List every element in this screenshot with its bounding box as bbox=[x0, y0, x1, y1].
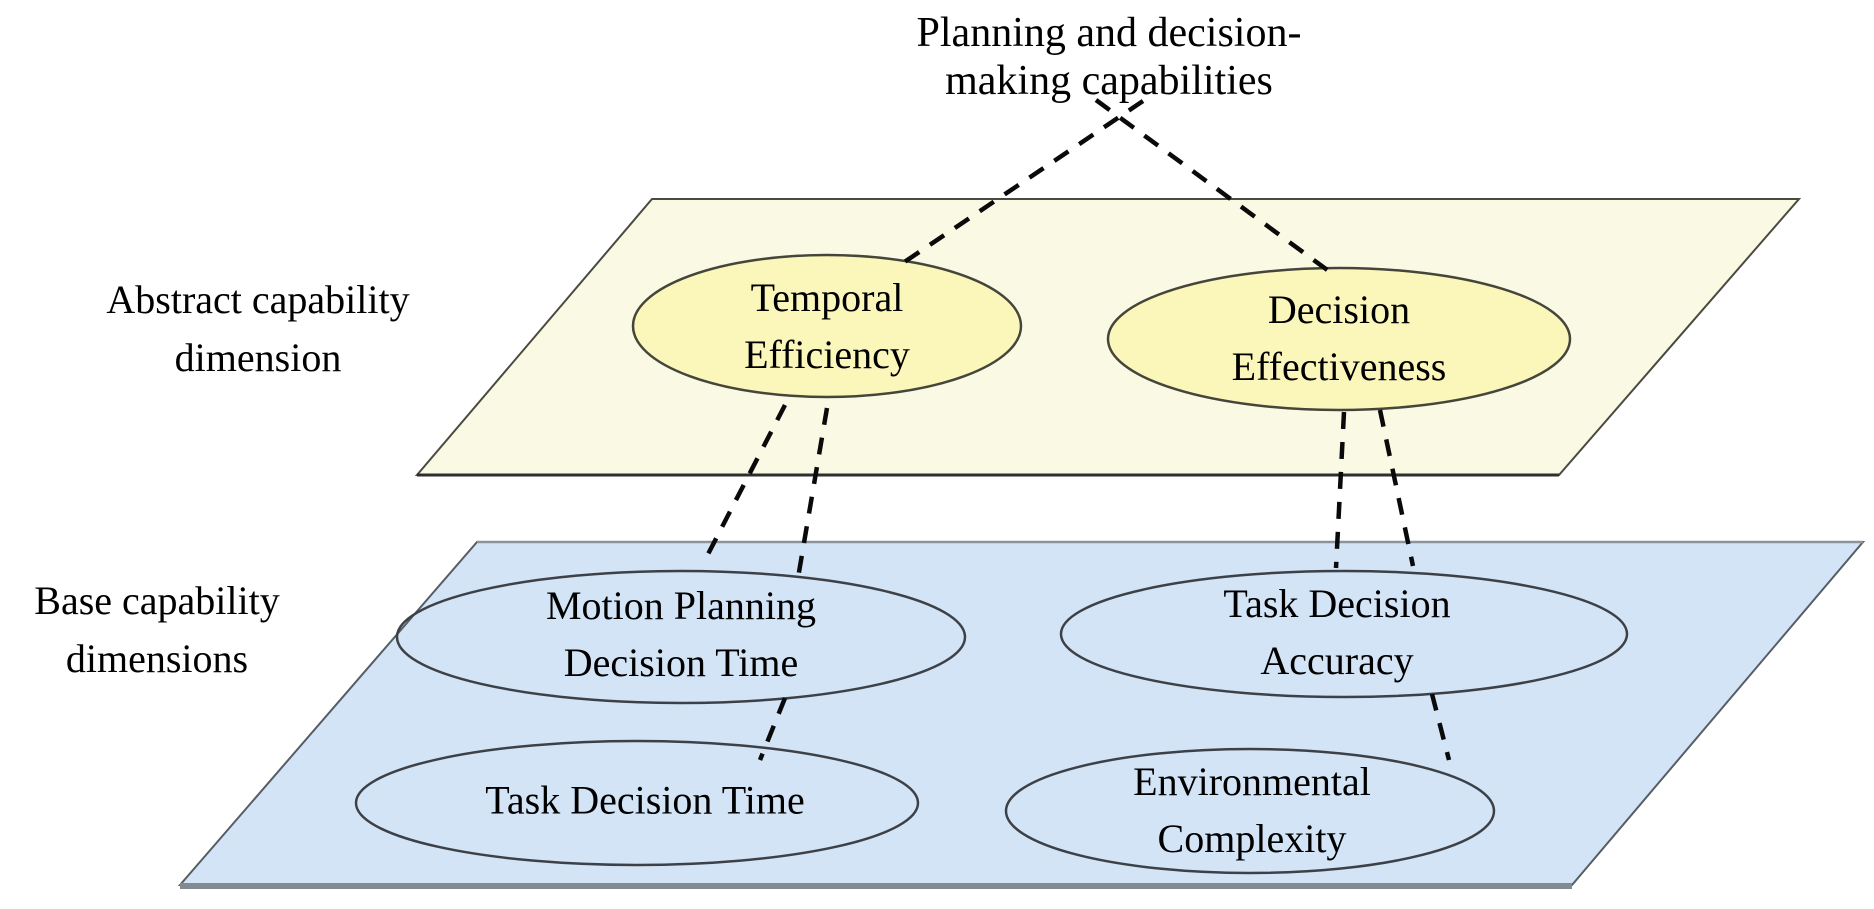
diagram-title: Planning and decision- making capabiliti… bbox=[916, 10, 1302, 104]
edge-decision-to-task-decision-accuracy bbox=[1333, 411, 1347, 569]
node-ellipse-task-decision-time bbox=[354, 739, 920, 867]
edge-root-to-temporal-efficiency bbox=[898, 99, 1145, 267]
node-ellipse-motion-planning-decision-time bbox=[395, 569, 967, 705]
edge-decision-to-environmental-lower bbox=[1429, 693, 1452, 761]
node-ellipse-environmental-complexity bbox=[1004, 747, 1496, 875]
edge-decision-to-environmental-upper bbox=[1377, 409, 1416, 567]
node-label-environmental-complexity: Environmental Complexity bbox=[1133, 759, 1371, 861]
connector-group bbox=[703, 98, 1452, 761]
edge-root-to-decision-effectiveness bbox=[1094, 98, 1332, 274]
node-ellipse-task-decision-accuracy bbox=[1059, 569, 1629, 699]
edge-temporal-to-task-decision-time-lower bbox=[757, 697, 788, 761]
node-ellipse-temporal-efficiency bbox=[631, 253, 1023, 399]
node-ellipse-decision-effectiveness bbox=[1106, 266, 1572, 412]
base-layer-label: Base capability dimensions bbox=[34, 578, 280, 681]
node-label-task-decision-accuracy: Task Decision Accuracy bbox=[1223, 581, 1451, 683]
abstract-layer-label: Abstract capability dimension bbox=[106, 277, 410, 380]
node-label-temporal-efficiency: Temporal Efficiency bbox=[744, 275, 910, 377]
node-label-task-decision-time: Task Decision Time bbox=[485, 777, 805, 823]
node-label-decision-effectiveness: Decision Effectiveness bbox=[1231, 287, 1447, 389]
node-label-motion-planning-decision-time: Motion Planning Decision Time bbox=[545, 583, 817, 685]
